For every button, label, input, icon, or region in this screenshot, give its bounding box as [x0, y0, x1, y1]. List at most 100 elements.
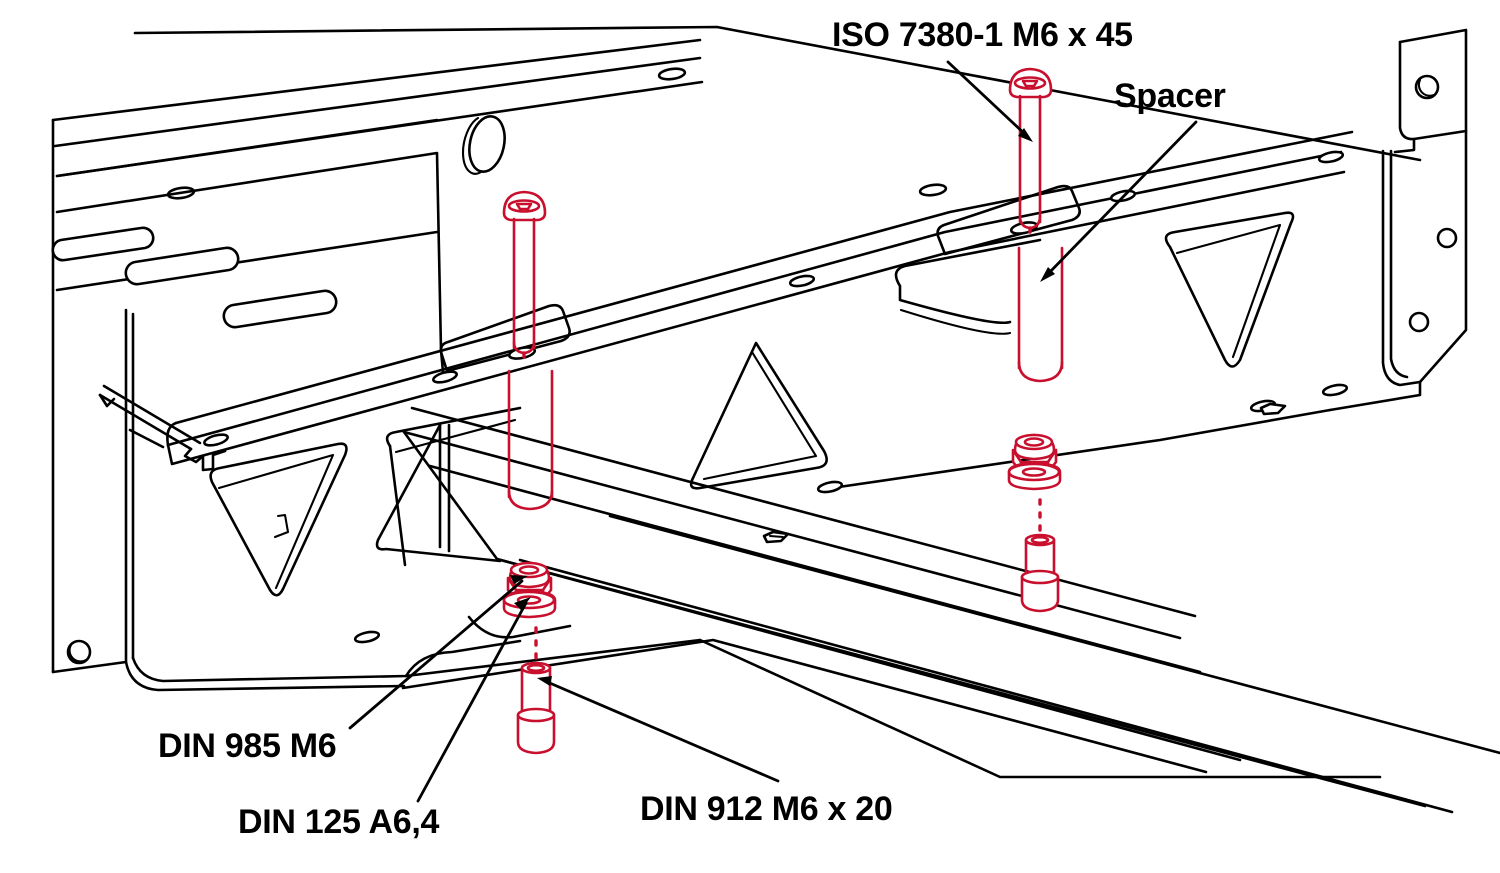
- fastener-nut-washer-left: [502, 561, 557, 619]
- left-web-lower-edge: [55, 230, 439, 292]
- left-wall-hole-shadow: [68, 643, 88, 663]
- screw-right-shank: [1018, 94, 1042, 224]
- fastener-spacer-right: [1017, 246, 1064, 383]
- screw-left-shank: [512, 217, 536, 350]
- lower-panel-bottom: [698, 638, 1382, 779]
- main-rail-left-cap: [166, 421, 178, 447]
- access-hole-outer: [468, 115, 506, 173]
- center-tri-inner: [702, 350, 818, 481]
- spacer-right-body: [1017, 246, 1064, 370]
- leader-din-912: [543, 679, 780, 783]
- main-rail-front-face: [166, 170, 1346, 466]
- lower-shelf-hole: [353, 630, 381, 644]
- callout-leaders: [348, 60, 1198, 803]
- right-bracket-face: [1381, 149, 1422, 387]
- vert-gusset-diag: [375, 423, 502, 563]
- fastener-button-head-screw-left: [502, 190, 547, 366]
- top-deck-outer-edge: [133, 25, 1422, 162]
- gusset-bl2-outer: [385, 406, 522, 448]
- main-rail-top-front: [166, 150, 1343, 447]
- callout-label-din-912: DIN 912 M6 x 20: [640, 790, 893, 828]
- lower-shelf-edge: [404, 639, 522, 678]
- lower-panel-b: [518, 558, 1454, 814]
- right-bracket-bend: [1328, 380, 1422, 412]
- right-bracket-hole-low: [1408, 311, 1430, 333]
- nut-left-bore: [518, 565, 540, 575]
- spacer-right-bottom: [1017, 360, 1064, 383]
- slot-1: [51, 226, 155, 262]
- gusset-bl-notch: [273, 513, 290, 539]
- spacer-left-bottom: [507, 489, 554, 511]
- cap-right-head-top: [1020, 569, 1060, 585]
- cross-beam-upper-edge: [410, 406, 1197, 618]
- pad-left-outline: [439, 303, 571, 373]
- top-deck-hole-1: [657, 67, 687, 81]
- gusset-bl-outer: [209, 442, 348, 597]
- slot-2: [124, 246, 240, 286]
- cap-right-thread-bore: [1030, 535, 1050, 545]
- mid-diag-2: [439, 348, 445, 374]
- right-bracket-tab-edge: [1393, 137, 1416, 154]
- fastener-spacer-left: [507, 369, 554, 511]
- left-web-face: [55, 151, 443, 352]
- callout-label-spacer: Spacer: [1114, 77, 1226, 115]
- right-plate-curve-inner: [899, 308, 1012, 335]
- cap-left-shank: [520, 666, 552, 717]
- callout-label-din-985: DIN 985 M6: [158, 727, 336, 765]
- gusset-right-outer: [1164, 211, 1295, 368]
- right-lower-flange: [830, 408, 1332, 490]
- leader-iso-7380-1: [946, 60, 1029, 138]
- rail-hole-3: [788, 274, 816, 288]
- left-web-top-edge: [55, 118, 439, 178]
- leader-spacer: [1044, 120, 1198, 278]
- hex-emboss-1-i: [768, 534, 785, 539]
- slot-3: [222, 289, 338, 329]
- callout-labels: ISO 7380-1 M6 x 45 Spacer DIN 985 M6 DIN…: [158, 16, 1226, 841]
- fastener-cap-screw-right: [1020, 498, 1060, 613]
- left-web-slots: [51, 226, 338, 329]
- top-deck-fold-a: [51, 38, 702, 122]
- hex-emboss-2: [1259, 402, 1287, 416]
- left-rib-a: [98, 393, 193, 451]
- left-rib-b: [102, 384, 202, 445]
- top-deck-fold-b: [53, 56, 702, 148]
- arrowhead-din-985: [510, 575, 528, 584]
- arrowhead-din-912: [537, 676, 552, 686]
- right-bracket-outer: [1398, 28, 1468, 384]
- arrowhead-iso-7380-1: [1018, 128, 1033, 142]
- left-wall-outline: [51, 308, 128, 674]
- arrowhead-spacer: [1040, 267, 1055, 282]
- leader-din-125: [416, 601, 528, 803]
- left-wall-bottom-flange-2: [131, 638, 702, 683]
- fastener-cap-screw-left: [516, 626, 556, 755]
- access-hole-inner: [461, 116, 483, 175]
- shelf-under-curve: [467, 615, 572, 639]
- fastener-button-head-screw-right: [1008, 67, 1053, 242]
- rail-hole-5: [1317, 150, 1345, 164]
- pad-right-outline: [936, 184, 1081, 256]
- cap-left-head-top: [516, 707, 556, 723]
- fastener-nut-washer-right: [1007, 433, 1062, 491]
- cap-left-head: [516, 713, 556, 755]
- mid-diag-1: [128, 428, 165, 449]
- left-wall-bottom-flange: [124, 660, 406, 692]
- callout-label-din-125: DIN 125 A6,4: [238, 803, 440, 841]
- lower-panel-c: [608, 514, 1500, 755]
- right-flange-hole-1: [1321, 383, 1349, 397]
- top-deck-hole-2: [918, 183, 948, 197]
- spacer-left-body: [507, 369, 554, 499]
- lower-shelf-top: [401, 638, 1208, 774]
- right-bracket-hole-mid: [1436, 227, 1458, 249]
- right-bracket-hole-top-shadow: [1417, 78, 1436, 97]
- washer-right-bore: [1021, 467, 1047, 477]
- rail-hole-1: [203, 433, 229, 447]
- right-flange-hole-3: [816, 480, 844, 494]
- main-rail-top-back: [174, 130, 1354, 425]
- center-tri-outer: [689, 341, 828, 490]
- gusset-bl-inner: [217, 453, 335, 590]
- cap-right-head: [1020, 575, 1060, 613]
- screw-left-socket-hex: [515, 202, 533, 211]
- leader-din-985: [348, 579, 524, 730]
